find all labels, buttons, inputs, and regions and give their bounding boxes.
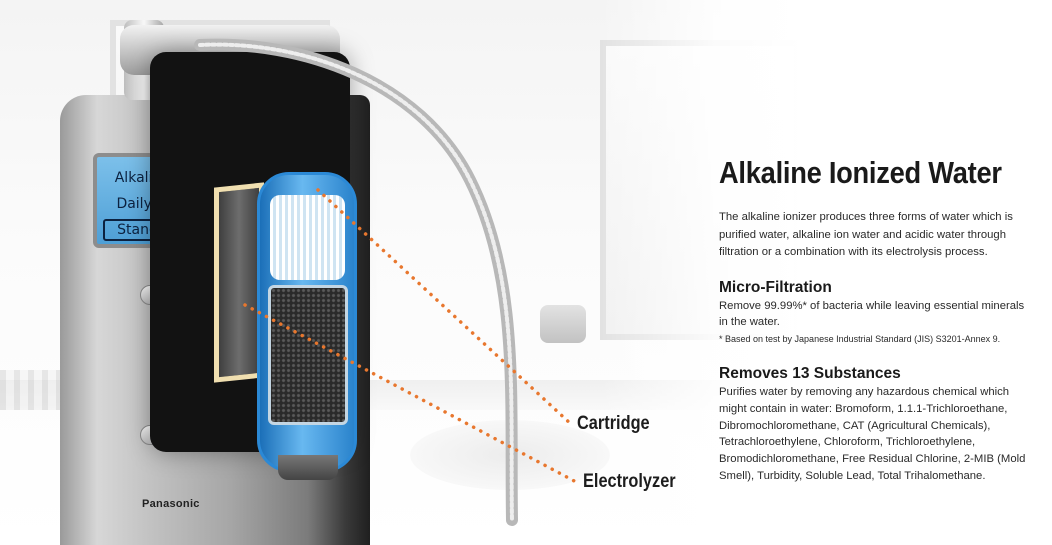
brand-logo: Panasonic [142,498,200,510]
micro-filtration-body: Remove 99.99%* of bacteria while leaving… [719,299,1025,329]
toaster [540,305,586,343]
electrolyzer-label: Electrolyzer [583,471,676,492]
page-title: Alkaline Ionized Water [719,155,1002,190]
cartridge-base [278,455,338,480]
intro-paragraph: The alkaline ionizer produces three form… [719,211,1013,258]
cartridge-carbon-block [268,285,348,425]
cartridge-label: Cartridge [577,413,650,434]
background-fade [600,0,1052,545]
removes-substances-body: Purifies water by removing any hazardous… [719,386,1026,483]
cartridge-filter [270,195,345,280]
micro-filtration-footnote: * Based on test by Japanese Industrial S… [719,334,1001,345]
removes-substances-heading: Removes 13 Substances [719,365,901,383]
micro-filtration-heading: Micro-Filtration [719,278,832,296]
content-column: Alkaline Ionized Water The alkaline ioni… [719,155,1034,485]
